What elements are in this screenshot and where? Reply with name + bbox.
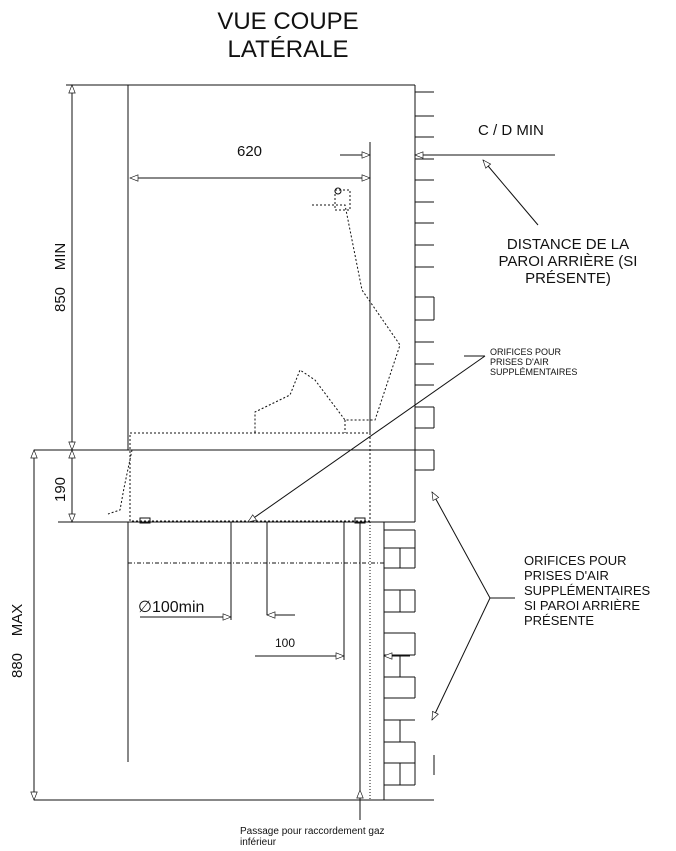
dimension-diameter: ∅100min [138,599,205,616]
fireplace-outline [107,189,401,522]
dimension-spacing-100: 100 [275,636,296,650]
drawing-title: VUE COUPE LATÉRALE [217,8,359,63]
dimension-850-suffix: MIN [52,242,69,271]
dimension-lines [30,84,555,801]
label-air-inlets: ORIFICES POUR PRISES D'AIR SUPPLÉMENTAIR… [490,347,578,377]
dimension-850-value: 850 [52,286,69,312]
dimension-190: 190 [52,476,69,502]
label-air-inlets-rear-wall: ORIFICES POUR PRISES D'AIR SUPPLÉMENTAIR… [524,553,651,628]
dimension-880-suffix: MAX [9,603,26,637]
dimension-620: 620 [237,143,263,160]
brick-wall-upper [414,85,435,471]
brick-wall-lower [384,529,435,786]
duct-lines [230,522,371,800]
enclosure-outline [34,84,434,801]
label-rear-wall-distance: DISTANCE DE LA PAROI ARRIÈRE (SI PRÉSENT… [498,236,638,287]
dimension-880: 880 MAX [9,604,26,678]
foot-left [139,517,151,524]
dimension-880-value: 880 [9,652,26,678]
label-cd-min: C / D MIN [478,122,544,139]
leader-lines [247,159,539,820]
label-gas-passage: Passage pour raccordement gaz inférieur [240,826,385,848]
fixing-point [334,187,342,195]
dimension-850: 850 MIN [52,243,69,312]
